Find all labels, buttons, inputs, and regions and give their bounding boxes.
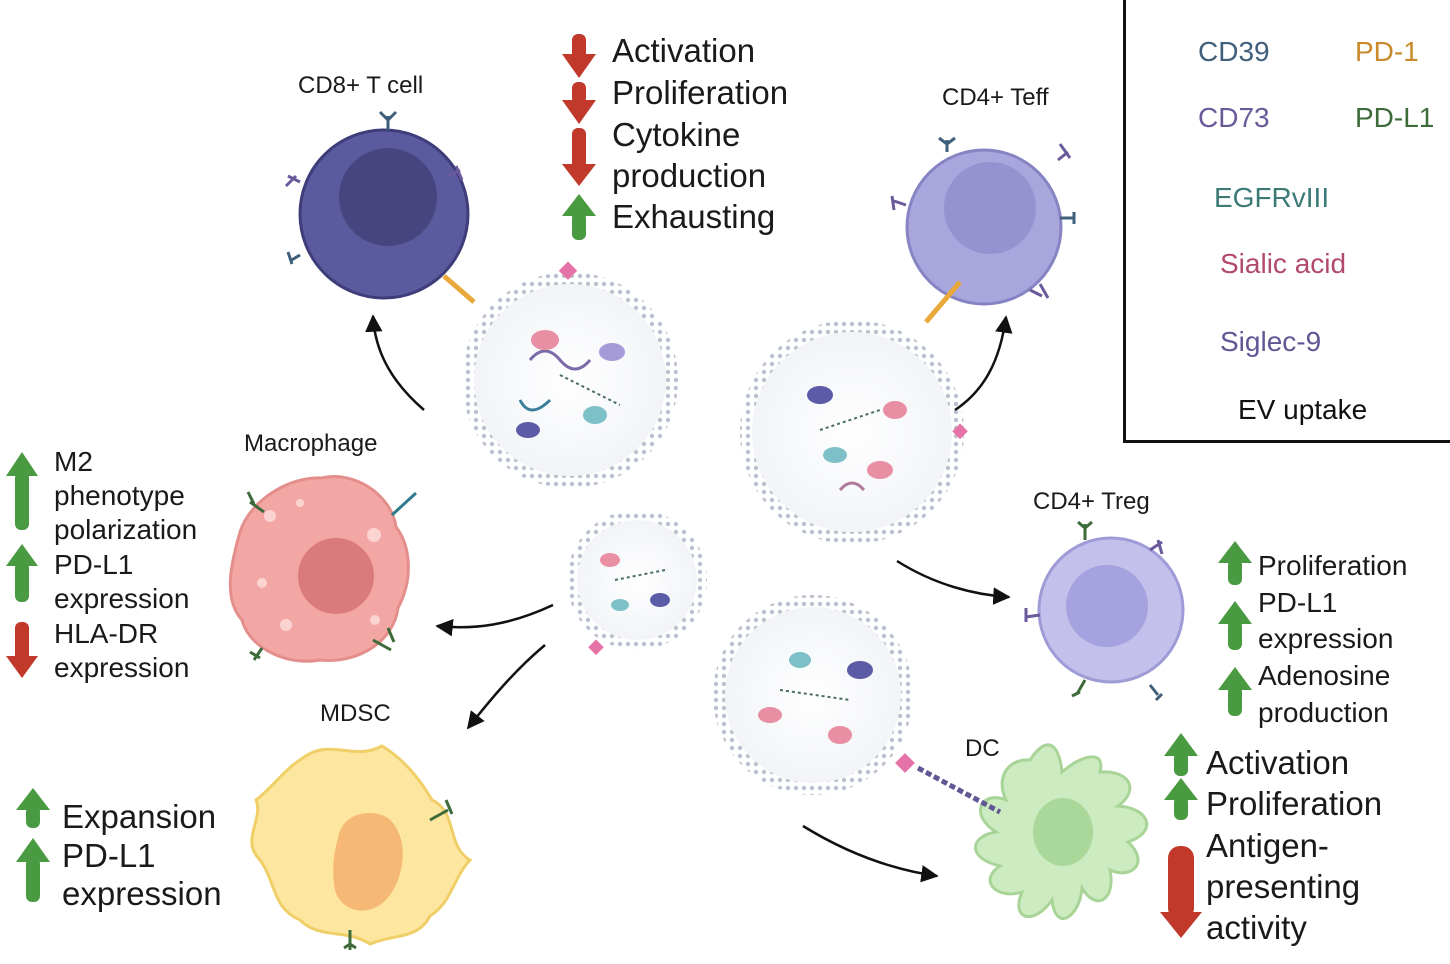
label-macrophage: Macrophage [244, 430, 378, 457]
dc-effect-presenting: presenting [1206, 868, 1361, 905]
tcell-proliferation-down-arrow [562, 82, 596, 124]
macro-effect-m2: M2 [54, 446, 93, 477]
label-mdsc: MDSC [320, 700, 391, 727]
ev-top-left [462, 272, 678, 488]
ev-center [567, 510, 707, 650]
treg-proliferation-up-arrow [1218, 541, 1252, 585]
tcell-effect-proliferation: Proliferation [612, 74, 789, 111]
mdsc-effect-expansion: Expansion [62, 798, 217, 835]
dc-effect-activation: Activation [1206, 744, 1350, 781]
tcell-cytokine-down-arrow [562, 128, 596, 186]
mdsc-effect-expression: expression [62, 875, 222, 912]
tcell-activation-down-arrow [562, 34, 596, 78]
macro-effect-hladr: HLA-DR [54, 618, 159, 649]
dc-activation-up-arrow [1164, 733, 1198, 776]
treg-adenosine-up-arrow [1218, 667, 1252, 716]
dc-effect-activity: activity [1206, 909, 1307, 946]
legend-pd1: PD-1 [1355, 36, 1419, 67]
macro-effect-expression: expression [54, 583, 190, 614]
effect-arrows [6, 34, 1252, 938]
pd1-bridges [442, 274, 962, 324]
legend-cd73: CD73 [1198, 102, 1270, 133]
cd4-treg-cell [1037, 536, 1185, 684]
mdsc-effect-pdl1: PD-L1 [62, 837, 156, 874]
macro-effect-expression-2: expression [54, 652, 190, 683]
mdsc-cell [250, 744, 473, 946]
macrophage-cell [228, 475, 410, 663]
mdsc-expansion-up-arrow [16, 788, 50, 828]
surface-receptors [246, 110, 1164, 950]
macro-effect-polarization: polarization [54, 514, 198, 545]
label-dc: DC [965, 735, 1000, 762]
dc-effect-proliferation: Proliferation [1206, 785, 1383, 822]
treg-pdl1-up-arrow [1218, 601, 1252, 650]
tcell-effect-production: production [612, 157, 767, 194]
tcell-exhausting-up-arrow [562, 194, 596, 240]
tcell-effect-cytokine: Cytokine [612, 116, 741, 153]
dc-antigen-down-arrow [1160, 846, 1202, 938]
label-cd4-teff: CD4+ Teff [942, 84, 1049, 111]
dc-effect-antigen: Antigen- [1206, 827, 1329, 864]
treg-effect-proliferation: Proliferation [1258, 550, 1408, 581]
macro-effect-pdl1: PD-L1 [54, 549, 134, 580]
mdsc-pdl1-up-arrow [16, 838, 50, 902]
macro-m2-up-arrow [6, 452, 38, 530]
treg-effect-pdl1: PD-L1 [1258, 587, 1338, 618]
sialic-markers [558, 261, 968, 656]
label-cd8-t-cell: CD8+ T cell [298, 72, 424, 99]
macro-hladr-down-arrow [6, 622, 38, 678]
ev-top-right [740, 320, 964, 544]
legend-ev-uptake: EV uptake [1238, 394, 1368, 425]
dc-proliferation-up-arrow [1164, 778, 1198, 820]
cd8-t-cell [298, 128, 470, 300]
treg-effect-adenosine: Adenosine [1258, 660, 1391, 691]
tcell-effect-exhausting: Exhausting [612, 198, 776, 235]
legend-box [1123, 0, 1450, 443]
siglec-binding [895, 753, 1002, 815]
label-cd4-treg: CD4+ Treg [1033, 488, 1150, 515]
legend-pdl1: PD-L1 [1355, 102, 1435, 133]
macro-effect-phenotype: phenotype [54, 480, 185, 511]
cd4-teff-cell [905, 148, 1063, 306]
legend-egfrviii: EGFRvIII [1214, 182, 1330, 213]
legend-sialic-acid: Sialic acid [1220, 248, 1347, 279]
treg-effect-production: production [1258, 697, 1389, 728]
ev-bottom [713, 595, 913, 795]
legend-cd39: CD39 [1198, 36, 1270, 67]
treg-effect-expression: expression [1258, 623, 1394, 654]
macro-pdl1-up-arrow [6, 544, 38, 602]
tcell-effect-activation: Activation [612, 32, 756, 69]
legend-siglec-9: Siglec-9 [1220, 326, 1322, 357]
uptake-arrows [365, 314, 1013, 883]
dendritic-cell [974, 743, 1149, 920]
